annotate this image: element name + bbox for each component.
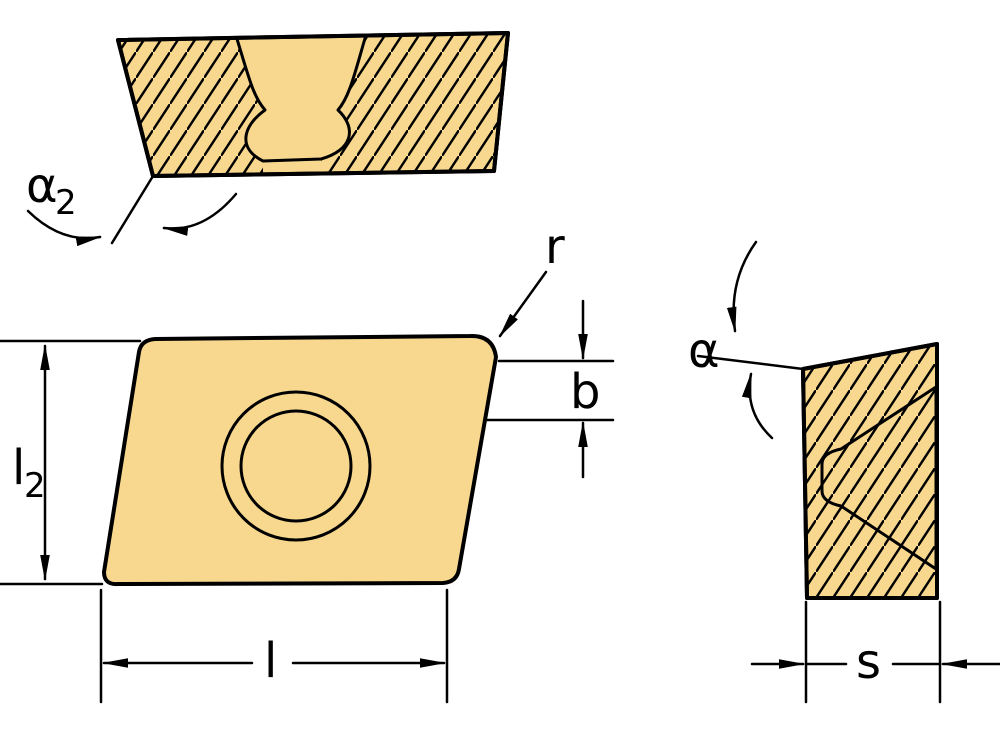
insert-hole-outer <box>220 390 372 542</box>
top-view-outline <box>116 31 510 178</box>
dimension-s: s <box>750 600 1000 704</box>
r-annotation: r <box>498 219 565 338</box>
label-l2: l <box>12 440 25 496</box>
label-s: s <box>856 634 881 690</box>
top-view-hatch-right <box>321 33 508 172</box>
dimension-b: b <box>485 299 615 479</box>
alpha2-annotation: α 2 <box>26 158 238 247</box>
alpha2-reference-line <box>110 174 155 245</box>
front-view <box>102 333 498 587</box>
alpha-angle-arrow-top <box>726 240 758 333</box>
label-alpha2: α <box>26 158 58 214</box>
label-r: r <box>545 219 565 275</box>
front-view-body <box>102 333 498 587</box>
r-leader-arrow <box>498 270 548 338</box>
label-b: b <box>570 364 600 420</box>
label-l: l <box>264 633 277 689</box>
side-view-hole-profile <box>820 385 938 571</box>
top-view <box>116 31 510 178</box>
alpha-reference-line <box>696 354 805 371</box>
alpha-annotation: α <box>688 240 805 440</box>
label-l2-subscript: 2 <box>24 466 46 506</box>
dimension-l2: l 2 <box>0 339 142 586</box>
top-view-hole-profile <box>235 33 368 163</box>
label-alpha: α <box>688 323 720 379</box>
insert-hole-bore <box>239 409 353 523</box>
dimension-l: l <box>99 588 449 704</box>
side-view-outline <box>801 342 939 600</box>
top-view-hatch-left <box>118 39 265 176</box>
alpha2-leader-arrow <box>26 209 102 247</box>
alpha-angle-arrow-bottom <box>741 372 774 440</box>
alpha2-angle-arrow <box>162 192 238 236</box>
label-alpha2-subscript: 2 <box>55 183 77 223</box>
side-view <box>801 342 939 600</box>
